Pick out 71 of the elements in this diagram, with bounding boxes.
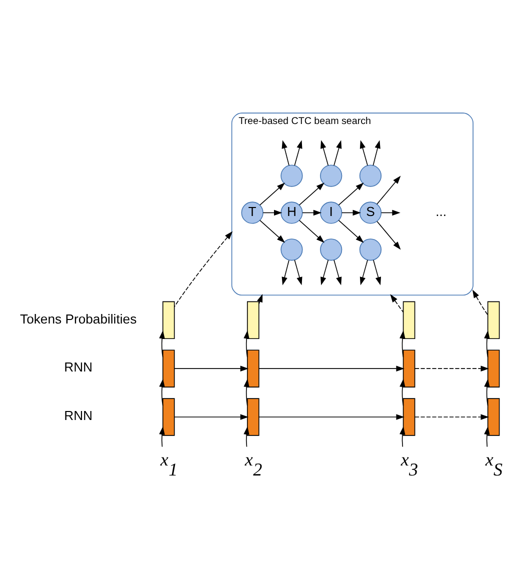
node-circle	[358, 238, 382, 260]
label: RNN	[64, 408, 92, 423]
label: RNN	[64, 359, 92, 374]
arrow	[359, 140, 368, 166]
node-box	[402, 349, 415, 387]
arrow	[372, 259, 381, 285]
node-box	[402, 398, 415, 436]
node-box	[162, 300, 174, 339]
arrow	[258, 414, 404, 420]
arrow	[333, 140, 342, 166]
arrow	[298, 182, 324, 206]
arrow	[256, 293, 262, 304]
node-circle	[320, 238, 342, 260]
arrow	[243, 378, 249, 406]
arrow	[262, 209, 282, 216]
arrow	[258, 182, 285, 206]
arrow	[258, 365, 404, 371]
arrow	[333, 259, 342, 285]
node-circle	[320, 164, 342, 186]
arrow	[294, 140, 302, 166]
arrow	[372, 140, 380, 166]
arrow	[174, 414, 248, 420]
arrow	[158, 378, 164, 406]
arrow	[338, 219, 364, 242]
arrow	[340, 209, 360, 216]
arrow	[338, 182, 364, 206]
arrow	[298, 219, 324, 242]
arrow	[484, 330, 490, 358]
arrow	[399, 426, 405, 447]
node-circle: I	[320, 201, 342, 224]
arrow	[380, 209, 400, 216]
arrow	[414, 365, 488, 371]
arrow	[390, 294, 404, 312]
node-circle: T	[240, 201, 263, 224]
arrow	[399, 330, 405, 358]
node-circle	[358, 164, 382, 186]
arrow	[376, 175, 400, 204]
arrow	[294, 259, 302, 285]
arrow	[158, 330, 164, 358]
arrow	[281, 140, 289, 166]
arrow	[320, 140, 328, 166]
node-box	[162, 398, 174, 436]
node-box	[246, 349, 259, 387]
arrow	[399, 378, 405, 406]
node-box	[486, 349, 500, 387]
arrow	[158, 426, 164, 447]
node-circle	[280, 238, 302, 260]
arrow	[258, 219, 285, 242]
node-circle: S	[358, 201, 382, 224]
arrow	[243, 330, 249, 358]
arrow	[174, 365, 248, 371]
arrow	[376, 220, 400, 250]
arrow	[243, 426, 249, 447]
arrow	[414, 414, 488, 420]
node-circle: H	[280, 201, 302, 224]
label: ...	[435, 203, 446, 218]
arrow	[472, 289, 488, 315]
arrow	[320, 259, 328, 285]
node-box	[246, 398, 259, 436]
arrow	[484, 378, 490, 406]
arrow	[302, 209, 322, 216]
arrow	[359, 259, 368, 285]
node-circle	[280, 164, 302, 186]
node-box	[486, 398, 500, 436]
node-box	[402, 300, 415, 339]
arrow	[484, 426, 490, 447]
label: Tokens Probabilities	[20, 310, 136, 326]
node-box	[486, 300, 500, 339]
arrow	[174, 230, 232, 307]
arrow	[281, 259, 289, 285]
node-box	[162, 349, 174, 387]
